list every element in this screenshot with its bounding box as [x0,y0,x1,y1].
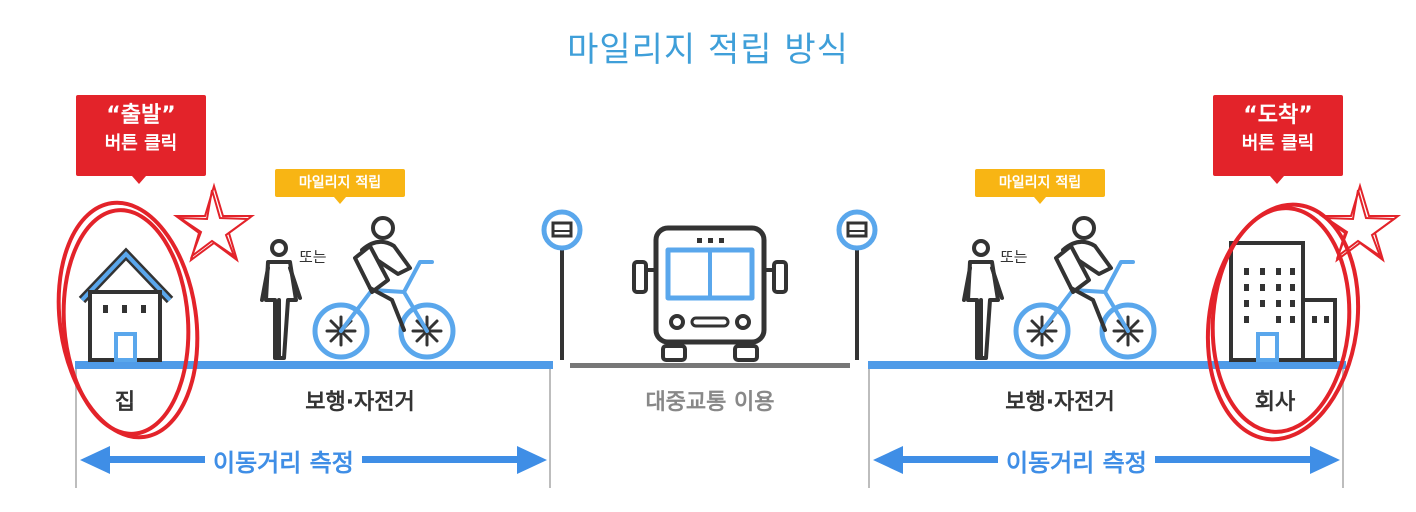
start-callout-pointer [132,176,146,184]
mileage-tag-left-pointer [334,197,346,204]
diagram-title: 마일리지 적립 방식 [567,30,849,70]
start-callout-line1: “출발” [106,103,176,128]
house-icon [78,247,174,362]
label-public-transit: 대중교통 이용 [645,390,775,415]
mileage-tag-left: 마일리지 적립 [275,169,405,197]
bus-icon [632,225,788,362]
start-button-callout: “출발” 버튼 클릭 [76,95,206,176]
arrive-callout-line2: 버튼 클릭 [1241,133,1315,154]
pedestrian-icon-left [260,239,302,360]
arrive-callout-line1: “도착” [1243,103,1313,128]
highlight-circle-office [1205,202,1361,442]
measure-label-left: 이동거리 측정 [205,443,362,478]
label-office: 회사 [1254,390,1296,415]
or-label-left: 또는 [299,248,327,266]
mileage-tag-right-pointer [1034,197,1046,204]
label-home: 집 [114,390,136,415]
bus-stop-sign-left [541,209,583,360]
star-doodle-left [172,182,256,263]
office-building-icon [1229,241,1337,362]
ground-line-right [868,361,1346,369]
mileage-tag-right: 마일리지 적립 [975,169,1105,197]
bicycle-icon-right [1013,216,1157,360]
ground-line-left [75,361,553,369]
star-doodle-right [1318,182,1402,263]
arrive-button-callout: “도착” 버튼 클릭 [1213,95,1343,176]
pedestrian-icon-right [962,239,1004,360]
label-walk-bike-right: 보행·자전거 [1005,390,1115,415]
highlight-circle-home [56,200,200,440]
bicycle-icon-left [312,216,456,360]
start-callout-line2: 버튼 클릭 [104,133,178,154]
ground-line-center [570,363,850,368]
arrive-callout-pointer [1270,176,1284,184]
label-walk-bike-left: 보행·자전거 [305,390,415,415]
or-label-right: 또는 [1000,248,1028,266]
measure-label-right: 이동거리 측정 [998,443,1155,478]
guide-lines [75,369,1344,488]
bus-stop-sign-right [836,209,878,360]
